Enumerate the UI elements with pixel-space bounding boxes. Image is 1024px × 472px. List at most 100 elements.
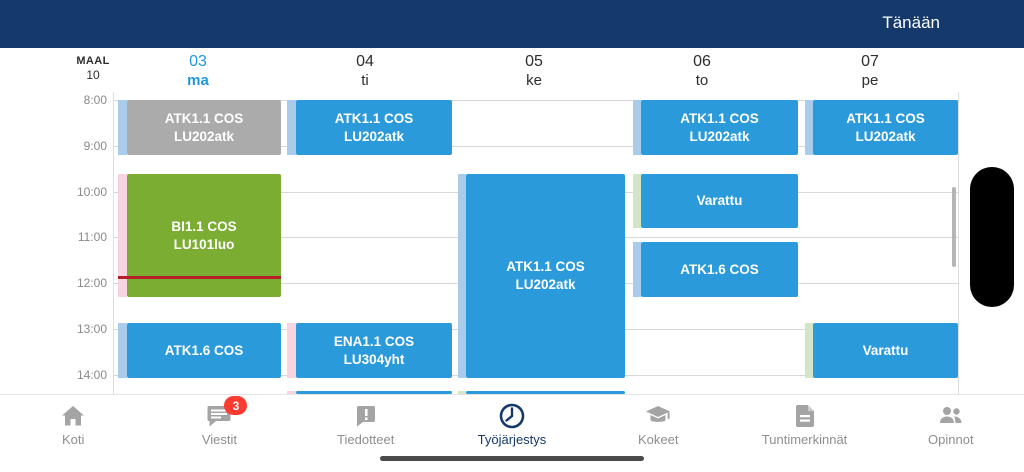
day-number: 03 <box>189 53 207 70</box>
tab-label: Tiedotteet <box>337 432 395 447</box>
tab-viestit[interactable]: 3 Viestit <box>146 395 292 472</box>
day-abbr: ma <box>187 72 209 89</box>
tab-tyojarjestys[interactable]: Työjärjestys <box>439 395 585 472</box>
event-label: LU101luo <box>173 236 235 252</box>
day-number: 04 <box>356 53 374 70</box>
time-label: 8:00 <box>83 93 107 107</box>
grid-right-edge <box>958 92 959 394</box>
event-category-strip <box>633 174 641 228</box>
event-label: ATK1.1 COS <box>846 110 925 126</box>
day-number: 07 <box>861 53 879 70</box>
tab-tiedotteet[interactable]: Tiedotteet <box>293 395 439 472</box>
announcement-icon <box>351 403 381 429</box>
event-category-strip <box>118 100 127 155</box>
vertical-scrollbar[interactable] <box>952 187 956 267</box>
time-label: 12:00 <box>76 276 107 291</box>
tab-label: Tuntimerkinnät <box>761 432 848 447</box>
time-label: 11:00 <box>77 230 107 245</box>
event-label: ENA1.1 COS <box>333 333 415 349</box>
hour-gridline <box>113 145 958 147</box>
schedule-event[interactable] <box>466 391 625 394</box>
month-week-label: MAAL 10 <box>68 55 118 83</box>
current-time-line <box>118 276 281 279</box>
event-label: ATK1.6 COS <box>164 342 244 358</box>
event-category-strip <box>805 100 813 155</box>
top-bar: Tänään <box>0 0 1024 48</box>
event-label: LU202atk <box>855 128 916 144</box>
event-label: Varattu <box>696 193 743 208</box>
messages-icon: 3 <box>204 396 248 429</box>
event-label: ATK1.1 COS <box>506 259 585 274</box>
event-category-strip <box>287 100 296 155</box>
hour-gridline <box>113 100 958 101</box>
schedule-event[interactable]: ATK1.6 COS <box>127 323 281 378</box>
event-label: LU202atk <box>515 277 576 292</box>
graduation-icon <box>643 403 673 429</box>
schedule-event[interactable]: Varattu <box>813 323 958 378</box>
time-axis-line <box>113 92 114 394</box>
event-label: LU202atk <box>173 128 235 144</box>
tab-label: Työjärjestys <box>477 432 547 447</box>
unread-badge: 3 <box>224 396 248 415</box>
home-indicator[interactable] <box>380 456 644 461</box>
event-label: ATK1.6 COS <box>680 261 759 277</box>
day-abbr: to <box>695 72 709 89</box>
event-label: LU304yht <box>343 351 405 367</box>
day-header-pe[interactable]: 07 pe <box>828 52 912 90</box>
schedule-event[interactable]: Varattu <box>641 174 798 228</box>
tab-label: Opinnot <box>928 432 974 447</box>
schedule-event[interactable]: ATK1.1 COS LU202atk <box>813 100 958 155</box>
schedule-event[interactable]: ATK1.1 COS LU202atk <box>466 174 625 378</box>
tab-tuntimerkinnat[interactable]: Tuntimerkinnät <box>731 395 877 472</box>
tab-kokeet[interactable]: Kokeet <box>585 395 731 472</box>
day-number: 05 <box>525 53 543 70</box>
time-label: 13:00 <box>76 322 107 337</box>
schedule-event[interactable]: ENA1.1 COS LU304yht <box>296 323 452 378</box>
event-label: ATK1.1 COS <box>164 110 244 126</box>
event-category-strip <box>633 100 641 155</box>
document-icon <box>790 403 820 429</box>
event-category-strip <box>287 391 296 394</box>
people-icon <box>936 403 966 429</box>
home-icon <box>58 403 88 429</box>
week-number: 10 <box>86 68 100 82</box>
day-header-to[interactable]: 06 to <box>660 52 744 90</box>
tab-label: Kokeet <box>638 432 679 447</box>
event-category-strip <box>633 242 641 297</box>
event-category-strip <box>118 323 127 378</box>
schedule-event[interactable]: ATK1.6 COS <box>641 242 798 297</box>
event-label: Varattu <box>862 342 909 358</box>
day-abbr: ke <box>526 72 542 89</box>
day-header-ke[interactable]: 05 ke <box>492 52 576 90</box>
time-label: 10:00 <box>76 184 107 199</box>
day-number: 06 <box>693 53 711 70</box>
month-label: MAAL <box>76 55 110 67</box>
day-header-ma[interactable]: 03 ma <box>156 52 240 90</box>
today-button[interactable]: Tänään <box>882 13 940 32</box>
clock-icon <box>497 403 527 429</box>
event-category-strip <box>458 174 466 378</box>
schedule-event[interactable]: ATK1.1 COS LU202atk <box>127 100 281 155</box>
tab-opinnot[interactable]: Opinnot <box>878 395 1024 472</box>
event-category-strip <box>458 391 466 394</box>
schedule-event[interactable] <box>296 391 452 394</box>
redaction-pill <box>970 167 1014 307</box>
schedule-event[interactable]: ATK1.1 COS LU202atk <box>641 100 798 155</box>
time-label: 9:00 <box>83 138 107 153</box>
event-label: ATK1.1 COS <box>680 110 759 126</box>
day-header-ti[interactable]: 04 ti <box>323 52 407 90</box>
tab-label: Viestit <box>201 432 237 447</box>
event-category-strip <box>118 174 127 297</box>
day-abbr: ti <box>361 72 369 89</box>
tab-label: Koti <box>61 432 85 447</box>
event-label: BI1.1 COS <box>171 218 237 234</box>
day-abbr: pe <box>861 72 879 89</box>
tab-koti[interactable]: Koti <box>0 395 146 472</box>
event-category-strip <box>805 323 813 378</box>
event-label: ATK1.1 COS <box>334 110 414 126</box>
event-label: LU202atk <box>689 128 750 144</box>
day-header-row: MAAL 10 03 ma 04 ti 05 ke 06 to 07 pe <box>0 48 1024 92</box>
event-category-strip <box>287 323 296 378</box>
